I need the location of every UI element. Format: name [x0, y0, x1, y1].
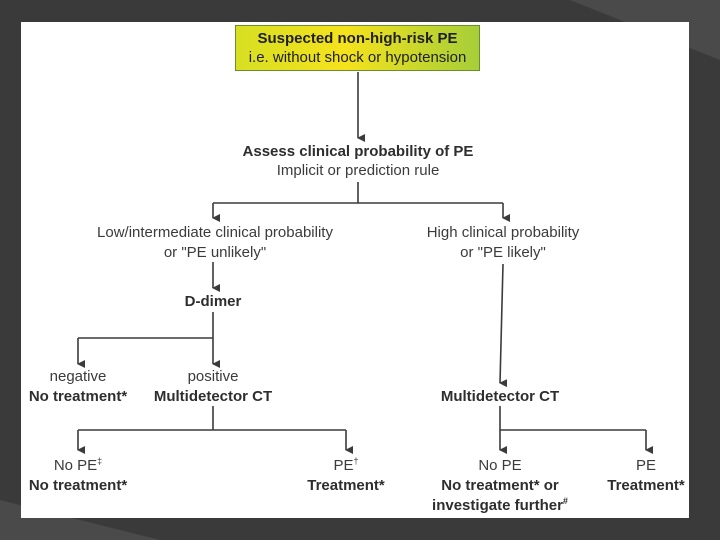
low-probability-label: Low/intermediate clinical probability: [97, 224, 333, 241]
dagger-mark: †: [353, 456, 359, 466]
high-probability-label: High clinical probability: [426, 224, 580, 241]
low-pe-label: PE†: [296, 456, 396, 476]
negative-outcome: No treatment*: [28, 388, 128, 405]
low-no-pe-label: No PE‡: [18, 456, 138, 476]
start-subtitle: i.e. without shock or hypotension: [248, 49, 467, 66]
high-no-pe-label: No PE: [478, 457, 522, 474]
high-pe-label: PE: [635, 457, 656, 474]
high-ct-label: Multidetector CT: [440, 388, 560, 405]
assess-title: Assess clinical probability of PE: [242, 143, 474, 160]
high-no-pe-outcome: No treatment* or: [441, 477, 559, 494]
positive-ct: Multidetector CT: [153, 388, 273, 405]
flowchart-canvas: [21, 22, 689, 518]
low-pe-outcome: Treatment*: [307, 477, 385, 494]
low-pe-text: PE: [333, 457, 354, 474]
positive-label: positive: [187, 368, 239, 385]
high-pe-outcome: Treatment*: [607, 477, 685, 494]
negative-label: negative: [49, 368, 107, 385]
low-no-pe-outcome: No treatment*: [28, 477, 128, 494]
double-dagger-mark: ‡: [97, 456, 103, 466]
ddimer-label: D-dimer: [184, 293, 242, 310]
low-no-pe-text: No PE: [53, 457, 98, 474]
hash-mark: #: [562, 496, 568, 506]
connector-high-ct: [499, 263, 508, 388]
start-box: Suspected non-high-risk PE i.e. without …: [235, 25, 480, 71]
high-no-pe-further-text: investigate further: [432, 497, 563, 514]
assess-subtitle: Implicit or prediction rule: [276, 162, 440, 179]
high-no-pe-further: investigate further#: [420, 496, 580, 516]
low-probability-sub: or "PE unlikely": [163, 244, 267, 261]
high-probability-sub: or "PE likely": [460, 244, 546, 261]
start-title: Suspected non-high-risk PE: [257, 30, 458, 47]
